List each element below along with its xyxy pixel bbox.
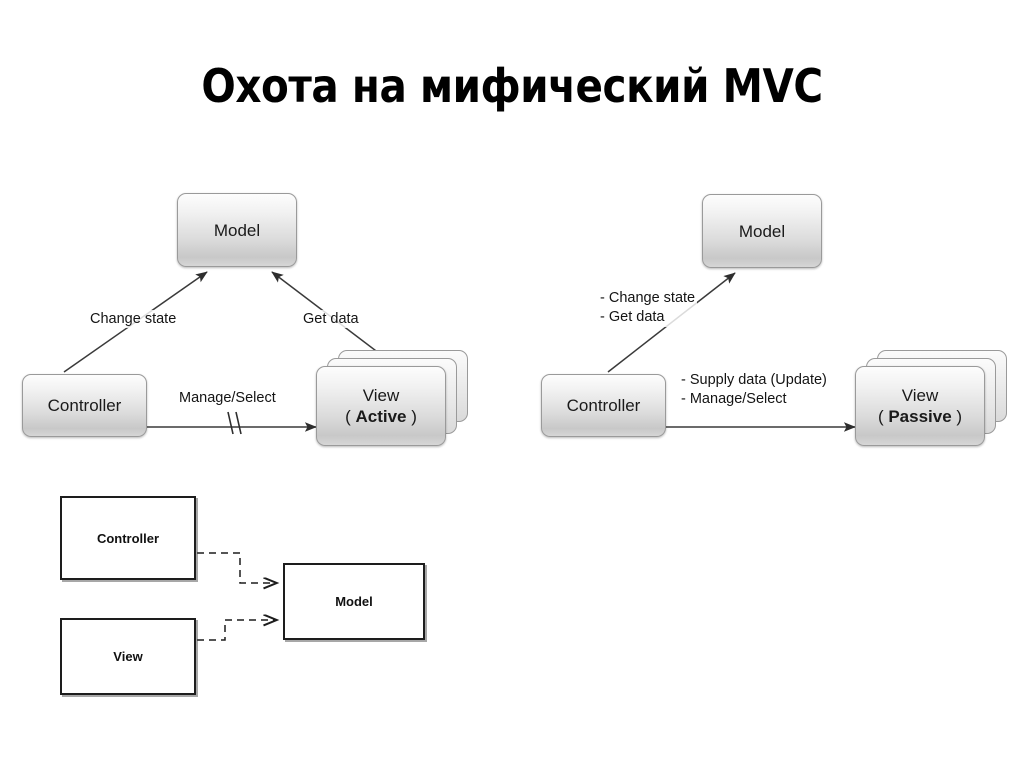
- node-view-passive-stack[interactable]: View ( Passive ): [855, 350, 1007, 446]
- edge-label-manage-select-active: Manage/Select: [177, 389, 278, 407]
- edge-label-change-state-active: Change state: [88, 310, 179, 328]
- view-active-state-word: Active: [355, 407, 407, 426]
- node-model-active-label: Model: [213, 220, 261, 240]
- node-controller-dependency-label: Controller: [96, 530, 160, 546]
- edge-label-get-data-passive: - Get data: [600, 309, 665, 325]
- node-view-dependency[interactable]: View: [60, 618, 196, 695]
- view-passive-state-word: Passive: [888, 407, 952, 426]
- node-view-dependency-label: View: [113, 649, 143, 664]
- node-model-passive[interactable]: Model: [702, 194, 822, 268]
- page-title: Охота на мифический MVC: [201, 59, 823, 113]
- node-controller-dependency[interactable]: Controller: [60, 496, 196, 580]
- node-view-active-state: ( Active ): [345, 406, 417, 427]
- edge-label-manage-select-passive: - Manage/Select: [681, 391, 787, 407]
- node-model-active[interactable]: Model: [177, 193, 297, 267]
- node-view-active-stack[interactable]: View ( Active ): [316, 350, 468, 446]
- node-controller-active[interactable]: Controller: [22, 374, 147, 437]
- node-view-passive[interactable]: View ( Passive ): [855, 366, 985, 446]
- edge-label-supply-data: - Supply data (Update): [681, 372, 827, 388]
- edge-view-to-model-dependency: [197, 620, 277, 641]
- edge-label-get-data-active: Get data: [301, 310, 361, 328]
- node-model-passive-label: Model: [738, 221, 786, 241]
- node-controller-passive-label: Controller: [566, 396, 641, 415]
- view-passive-paren-close: ): [951, 407, 963, 426]
- node-model-dependency-label: Model: [335, 594, 373, 609]
- edge-controller-to-model-dependency: [197, 552, 277, 583]
- node-model-dependency[interactable]: Model: [283, 563, 425, 640]
- view-active-paren-close: ): [406, 407, 417, 426]
- edge-label-controller-to-view-passive: - Supply data (Update) - Manage/Select: [679, 371, 829, 409]
- view-active-paren-open: (: [345, 407, 356, 426]
- edge-controller-to-view-active: [147, 411, 317, 435]
- view-passive-paren-open: (: [877, 407, 889, 426]
- edge-label-change-state-passive: - Change state: [600, 290, 696, 306]
- edge-label-controller-to-model-passive: - Change state - Get data: [598, 289, 698, 327]
- node-view-active-label: View: [362, 386, 400, 405]
- node-controller-active-label: Controller: [47, 396, 122, 415]
- node-controller-passive[interactable]: Controller: [541, 374, 666, 437]
- node-view-passive-state: ( Passive ): [878, 406, 962, 427]
- node-view-active[interactable]: View ( Active ): [316, 366, 446, 446]
- node-view-passive-label: View: [901, 386, 939, 405]
